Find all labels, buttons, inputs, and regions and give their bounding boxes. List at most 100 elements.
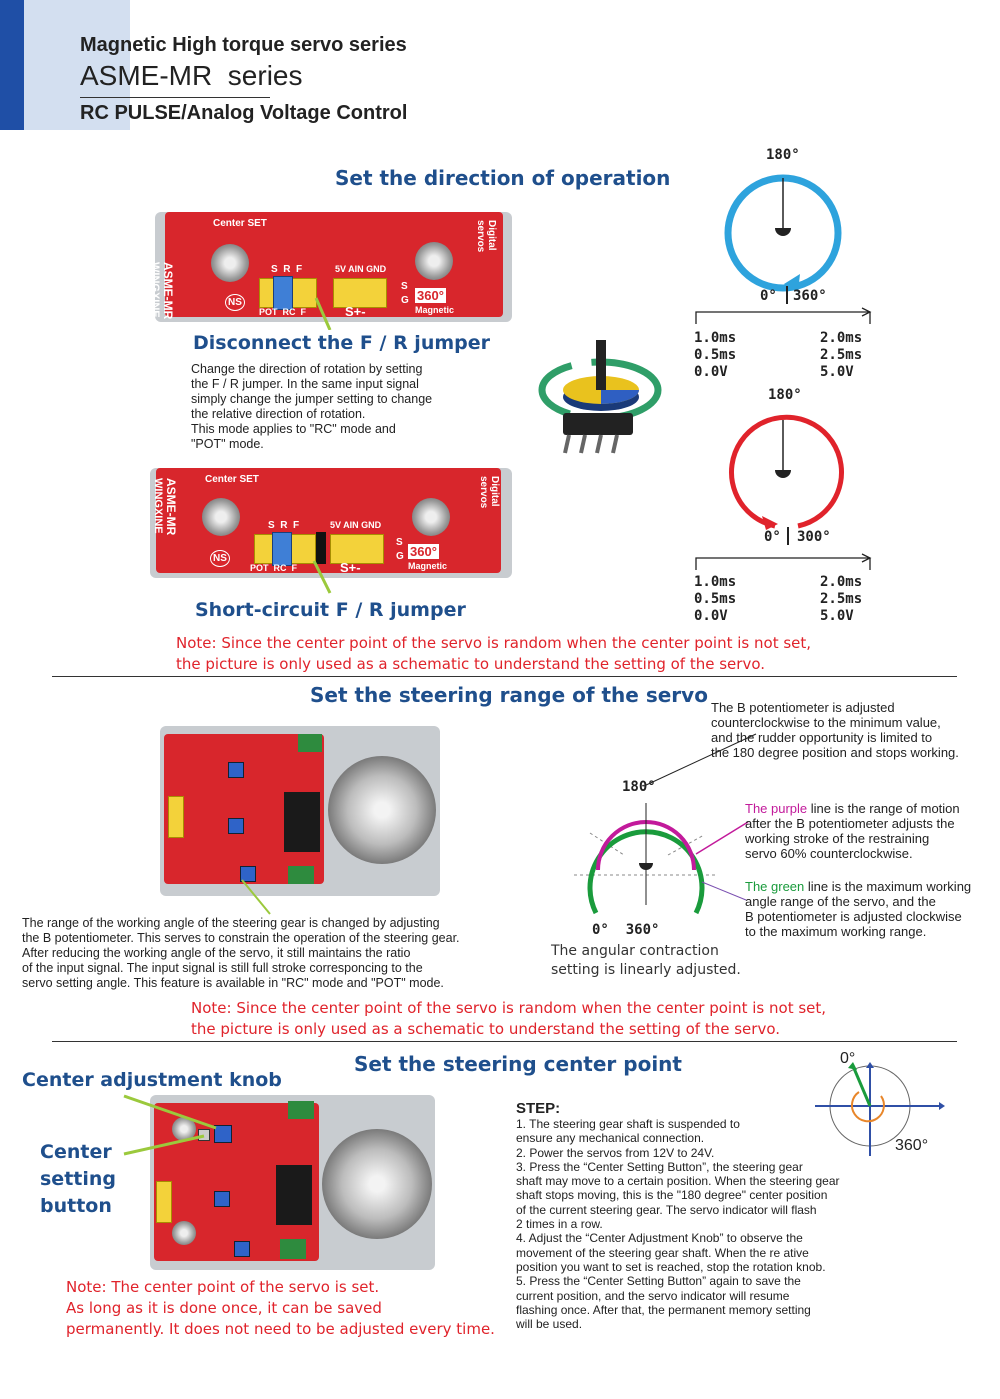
- jumper-pins: [330, 534, 384, 564]
- center-knob-label: Center adjustment knob: [22, 1069, 282, 1091]
- section2-note: Note: Since the center point of the serv…: [191, 999, 827, 1038]
- screw: [415, 242, 453, 280]
- board-pins-top-label: S R F: [271, 264, 303, 275]
- board-magnetic-label: Magnetic: [408, 561, 448, 571]
- screw: [412, 498, 450, 536]
- jumper-pins: [333, 278, 387, 308]
- dial2-left-values: 1.0ms 0.5ms 0.0V: [694, 574, 737, 624]
- section-divider: [52, 1041, 957, 1042]
- green-text: line is the maximum working angle range …: [745, 879, 972, 939]
- dial1-bottom-left-label: 0°: [760, 288, 777, 304]
- board-pins-top-label: S R F: [268, 520, 300, 531]
- center-adjustment-knob[interactable]: [214, 1125, 232, 1143]
- connector-pins: [156, 1181, 172, 1223]
- header-series: series: [227, 60, 303, 91]
- section1-title: Set the direction of operation: [335, 166, 671, 190]
- header-model: ASME-MR: [80, 60, 213, 91]
- board-sg-label: S G: [401, 281, 409, 306]
- header-band-dark: [0, 0, 24, 130]
- dial1-right-values: 2.0ms 2.5ms 5.0V: [820, 330, 863, 380]
- dial1-top-label: 180°: [766, 147, 800, 163]
- dial2-bottom-left-label: 0°: [764, 529, 781, 545]
- dc-motor: [322, 1129, 432, 1239]
- board-name-label: ASME-MR: [161, 262, 175, 320]
- center-dial-360-label: 360°: [895, 1137, 929, 1154]
- disconnect-title: Disconnect the F / R jumper: [193, 332, 491, 354]
- magnetic-encoder-illustration: [538, 340, 662, 454]
- header-title-line2: ASME-MR series: [80, 60, 303, 92]
- board-center-set-label: Center SET: [213, 218, 267, 229]
- potentiometer: [240, 866, 256, 882]
- header-title-line3: RC PULSE/Analog Voltage Control: [80, 102, 408, 124]
- board-splus-label: S+-: [345, 304, 366, 319]
- b-pot-pointer-line: [643, 733, 757, 787]
- section1-note: Note: Since the center point of the serv…: [176, 634, 812, 673]
- range-dial: [574, 803, 716, 915]
- b-pot-description: The B potentiometer is adjusted counterc…: [711, 700, 959, 760]
- dial1-divider: [786, 286, 788, 304]
- potentiometer: [214, 1191, 230, 1207]
- dial1-left-values: 1.0ms 0.5ms 0.0V: [694, 330, 737, 380]
- board-pins-bottom-label: POT RC F: [250, 563, 297, 573]
- section2-title: Set the steering range of the servo: [310, 683, 708, 707]
- green-description: The green line is the maximum working an…: [745, 879, 971, 939]
- jumper-cap-black: [316, 532, 326, 564]
- board-pins-mid-label: 5V AIN GND: [330, 520, 382, 530]
- board-ns-label: NS: [210, 550, 230, 567]
- short-title: Short-circuit F / R jumper: [195, 599, 466, 621]
- dial2-top-label: 180°: [768, 387, 802, 403]
- servo-board-disconnected: Center SET ASME-MR WINGXINE Digital serv…: [155, 212, 512, 322]
- dc-motor: [328, 756, 436, 864]
- potentiometer: [234, 1241, 250, 1257]
- connector-pins: [168, 796, 184, 838]
- board-ns-label: NS: [225, 294, 245, 311]
- section-divider: [52, 676, 957, 677]
- board-digital-label: Digital servos: [475, 220, 497, 253]
- button-pointer-arrow: [123, 1134, 205, 1156]
- servo-board-shorted: Center SET ASME-MR WINGXINE Digital serv…: [150, 468, 512, 578]
- green-pointer-line: [701, 881, 747, 901]
- board-pins-bottom-label: POT RC F: [259, 307, 306, 317]
- heatsink: [284, 792, 320, 852]
- screw: [172, 1221, 196, 1245]
- board-pointer-line: [241, 879, 271, 915]
- servo-board-with-motor: [160, 726, 440, 896]
- terminal-block: [288, 1101, 314, 1119]
- board-sg-label: S G: [396, 537, 404, 562]
- range-dial-bottom-label: 0° 360°: [592, 922, 660, 938]
- board-360-label: 360°: [408, 544, 439, 559]
- step-list: 1. The steering gear shaft is suspended …: [516, 1117, 840, 1332]
- dial1-bottom-right-label: 360°: [793, 288, 827, 304]
- dial2-arrow-bracket: [695, 553, 872, 570]
- disconnect-text: Change the direction of rotation by sett…: [191, 362, 433, 451]
- contraction-text: The angular contraction setting is linea…: [551, 943, 741, 978]
- board-magnetic-label: Magnetic: [415, 305, 455, 315]
- range-dial-top-label: 180°: [622, 779, 656, 795]
- board-digital-label: Digital servos: [478, 476, 500, 509]
- servo-board-center-setting: [150, 1095, 435, 1270]
- screw: [211, 244, 249, 282]
- header-title-line1: Magnetic High torque servo series: [80, 34, 407, 56]
- board-name-label: ASME-MR: [164, 478, 178, 536]
- board-brand-label: WINGXINE: [155, 262, 161, 318]
- jumper-pointer-arrow: [312, 560, 332, 594]
- board-pins-mid-label: 5V AIN GND: [335, 264, 387, 274]
- purple-word: The purple: [745, 801, 808, 816]
- jumper-cap-blue: [273, 276, 293, 310]
- board-brand-label: WINGXINE: [152, 478, 164, 534]
- header-underline: [80, 97, 270, 98]
- dial2-right-values: 2.0ms 2.5ms 5.0V: [820, 574, 863, 624]
- dial2-bottom-right-label: 300°: [797, 529, 831, 545]
- jumper-pointer-arrow: [314, 297, 332, 330]
- section3-note: Note: The center point of the servo is s…: [66, 1278, 495, 1338]
- potentiometer: [228, 762, 244, 778]
- terminal-block: [288, 866, 314, 884]
- dial1-blue-circle: [724, 174, 842, 292]
- green-word: The green: [745, 879, 805, 894]
- center-dial: [815, 1062, 945, 1156]
- purple-description: The purple line is the range of motion a…: [745, 801, 960, 861]
- dial2-red-circle: [729, 414, 844, 530]
- section3-title: Set the steering center point: [354, 1052, 682, 1076]
- header-band-light: [24, 0, 130, 130]
- dial1-arrow-bracket: [695, 307, 872, 324]
